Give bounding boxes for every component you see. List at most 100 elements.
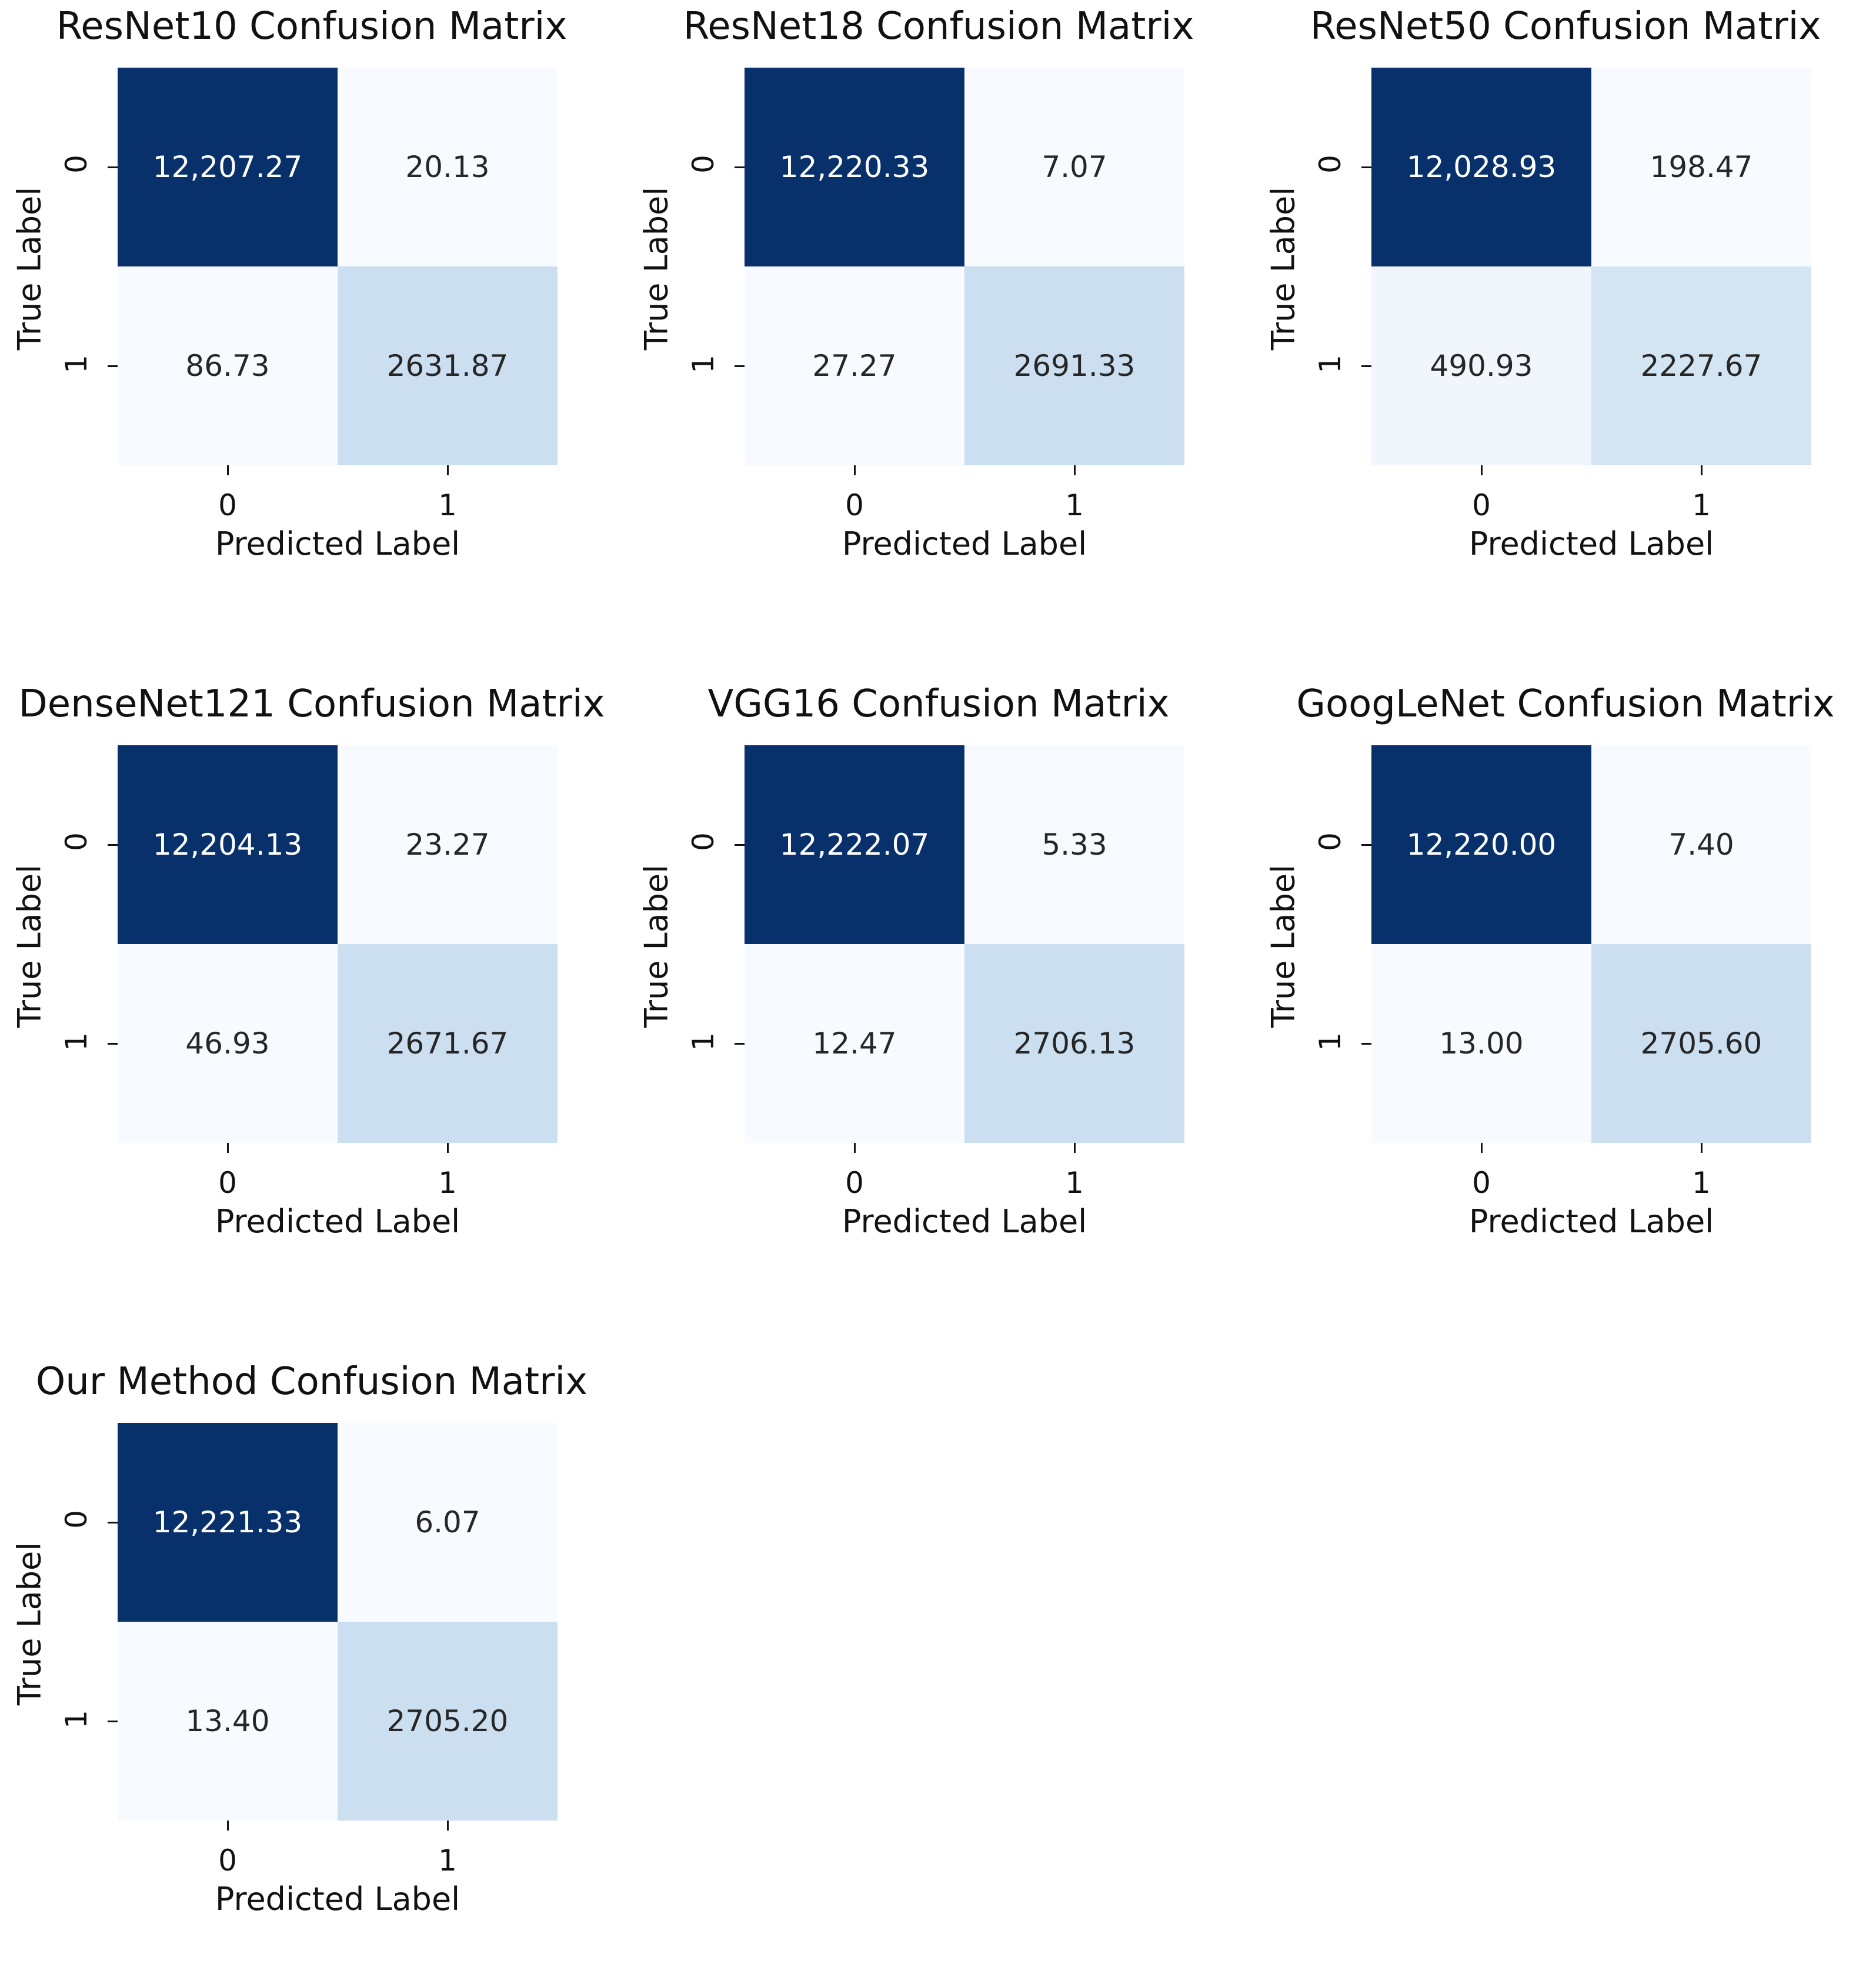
x-tick-mark [227,1143,229,1153]
heatmap-grid: 12,222.07 5.33 12.47 2706.13 [745,745,1184,1143]
x-tick-mark [1074,465,1076,475]
x-tick: 1 [438,488,457,522]
x-axis-label: Predicted Label [842,1203,1087,1240]
cell-tp: 2631.87 [338,266,558,465]
y-axis-label: True Label [11,1542,48,1706]
x-axis-label: Predicted Label [215,1203,460,1240]
confusion-matrix-our-method: Our Method Confusion Matrix True Label 0… [0,1355,623,1967]
cell-fn: 86.73 [118,266,338,465]
y-tick: 0 [686,155,720,174]
chart-title: VGG16 Confusion Matrix [707,682,1170,726]
y-axis-label: True Label [11,186,48,351]
cell-fp: 6.07 [338,1423,558,1622]
y-tick-mark [1361,365,1371,367]
cell-tn: 12,220.00 [1371,745,1591,944]
y-axis-label: True Label [11,864,48,1028]
cell-fp: 23.27 [338,745,558,944]
x-tick: 0 [218,488,237,522]
cell-fn: 46.93 [118,944,338,1143]
y-tick-mark [1361,1043,1371,1045]
chart-title: DenseNet121 Confusion Matrix [18,682,605,726]
x-tick-mark [227,1821,229,1831]
x-tick: 0 [218,1843,237,1878]
y-axis-label: True Label [1264,864,1302,1028]
y-axis-label: True Label [637,186,675,351]
y-tick: 0 [1313,832,1347,851]
cell-fp: 20.13 [338,68,558,266]
y-tick: 1 [686,1032,720,1051]
confusion-matrix-resnet10: ResNet10 Confusion Matrix True Label 0 1… [0,0,623,612]
cell-fn: 490.93 [1371,266,1591,465]
heatmap-grid: 12,220.00 7.40 13.00 2705.60 [1371,745,1811,1143]
cell-fp: 198.47 [1591,68,1811,266]
cell-tp: 2671.67 [338,944,558,1143]
y-tick-mark [1361,844,1371,846]
cell-fp: 7.07 [964,68,1184,266]
x-tick-mark [447,1821,449,1831]
y-tick: 0 [59,832,94,851]
x-tick-mark [447,1143,449,1153]
y-tick: 0 [1313,155,1347,174]
x-tick-mark [854,465,856,475]
x-tick: 0 [1472,488,1491,522]
y-tick: 1 [59,355,94,374]
y-tick-mark [735,166,745,168]
chart-title: Our Method Confusion Matrix [35,1360,588,1403]
heatmap-grid: 12,028.93 198.47 490.93 2227.67 [1371,68,1811,465]
cell-tn: 12,222.07 [745,745,964,944]
chart-title: ResNet50 Confusion Matrix [1310,5,1821,48]
y-tick: 1 [1313,1032,1347,1051]
x-axis-label: Predicted Label [1468,525,1714,562]
y-axis-label: True Label [1264,186,1302,351]
y-tick-mark [108,844,118,846]
x-axis-label: Predicted Label [1468,1203,1714,1240]
x-tick: 0 [218,1166,237,1200]
y-tick: 1 [59,1710,94,1729]
cell-tp: 2227.67 [1591,266,1811,465]
y-tick-mark [735,365,745,367]
cell-tp: 2706.13 [964,944,1184,1143]
confusion-matrix-resnet18: ResNet18 Confusion Matrix True Label 0 1… [627,0,1250,612]
cell-tp: 2705.60 [1591,944,1811,1143]
x-tick: 0 [845,1166,864,1200]
cell-fn: 13.00 [1371,944,1591,1143]
x-tick-mark [1701,1143,1703,1153]
x-tick: 1 [438,1166,457,1200]
y-tick-mark [108,1721,118,1722]
cell-fn: 13.40 [118,1622,338,1821]
y-tick: 1 [59,1032,94,1051]
x-tick-mark [1074,1143,1076,1153]
y-tick-mark [108,166,118,168]
x-axis-label: Predicted Label [215,1881,460,1918]
x-tick: 1 [1065,1166,1084,1200]
heatmap-grid: 12,220.33 7.07 27.27 2691.33 [745,68,1184,465]
x-tick-mark [1701,465,1703,475]
y-tick: 0 [686,832,720,851]
x-tick-mark [854,1143,856,1153]
x-tick: 0 [845,488,864,522]
y-tick: 1 [686,355,720,374]
y-tick: 0 [59,1510,94,1529]
cell-tn: 12,028.93 [1371,68,1591,266]
y-axis-label: True Label [637,864,675,1028]
cell-fp: 5.33 [964,745,1184,944]
x-axis-label: Predicted Label [215,525,460,562]
x-tick: 0 [1472,1166,1491,1200]
x-tick: 1 [1692,488,1711,522]
cell-tn: 12,220.33 [745,68,964,266]
heatmap-grid: 12,204.13 23.27 46.93 2671.67 [118,745,558,1143]
cell-tn: 12,207.27 [118,68,338,266]
cell-tn: 12,204.13 [118,745,338,944]
chart-title: GoogLeNet Confusion Matrix [1296,682,1835,726]
cell-tp: 2705.20 [338,1622,558,1821]
x-tick-mark [227,465,229,475]
heatmap-grid: 12,207.27 20.13 86.73 2631.87 [118,68,558,465]
x-tick: 1 [1692,1166,1711,1200]
x-tick: 1 [438,1843,457,1878]
x-tick-mark [1481,465,1483,475]
confusion-matrix-densenet121: DenseNet121 Confusion Matrix True Label … [0,678,623,1289]
cell-tn: 12,221.33 [118,1423,338,1622]
x-tick-mark [447,465,449,475]
y-tick-mark [735,844,745,846]
confusion-matrix-vgg16: VGG16 Confusion Matrix True Label 0 1 12… [627,678,1250,1289]
